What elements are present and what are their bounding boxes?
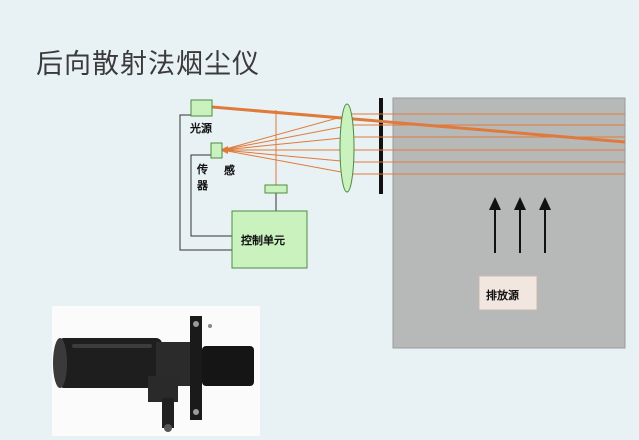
flow-arrows <box>489 197 551 253</box>
control-unit-label: 控制单元 <box>241 233 285 247</box>
sensor-label-left: 传 <box>196 162 208 176</box>
sensor-arrowhead <box>220 146 228 154</box>
emission-source-label: 排放源 <box>486 288 519 302</box>
scatter-rays <box>221 113 625 175</box>
sensor-box <box>210 142 223 159</box>
sensor-label-right: 感 <box>224 163 235 177</box>
control-unit-box <box>231 210 308 269</box>
instrument-photo <box>52 306 260 436</box>
light-source-label: 光源 <box>189 121 212 135</box>
wiring <box>179 114 277 251</box>
lens <box>339 103 355 193</box>
light-source-box <box>190 99 213 117</box>
emission-source-box <box>478 275 538 311</box>
slide-title: 后向散射法烟尘仪 <box>36 49 260 80</box>
aperture-bar <box>379 98 383 194</box>
reference-detector <box>264 184 288 194</box>
sensor-label-bottom: 器 <box>196 179 209 192</box>
